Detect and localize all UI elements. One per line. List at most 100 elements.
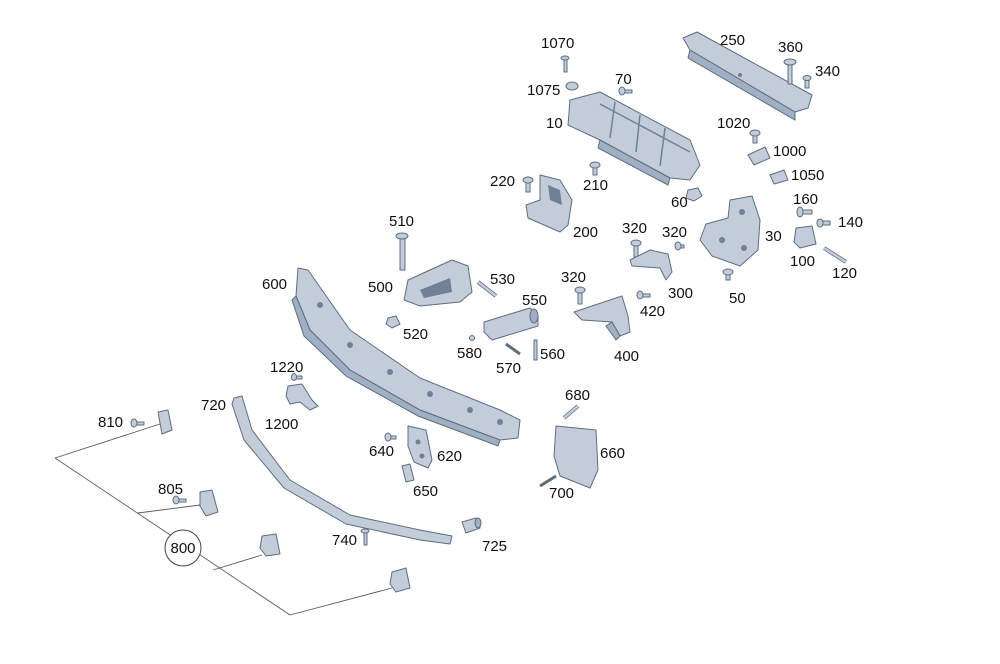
callout-720: 720 [201, 397, 226, 414]
part-520-nut [385, 315, 401, 329]
callout-1000: 1000 [773, 143, 806, 160]
part-400-bracket [573, 295, 631, 341]
callout-100: 100 [790, 253, 815, 270]
callout-800-circle: 800 [164, 529, 202, 567]
part-650-clip [401, 463, 415, 483]
callout-140: 140 [838, 214, 863, 231]
part-1200-bracket [285, 383, 319, 411]
callout-50: 50 [729, 290, 746, 307]
part-800-bracket-a [259, 533, 281, 557]
callout-320a: 320 [622, 220, 647, 237]
callout-810: 810 [98, 414, 123, 431]
part-800-bracket-b [389, 567, 411, 593]
part-740-screw [360, 528, 370, 546]
callout-740: 740 [332, 532, 357, 549]
callout-620: 620 [437, 448, 462, 465]
part-720-trim-strip [231, 395, 453, 545]
part-70-screw [618, 86, 633, 96]
part-160-screw [796, 206, 813, 218]
part-50-screw [722, 268, 734, 281]
callout-640: 640 [369, 443, 394, 460]
part-620-bracket [407, 425, 433, 469]
part-210-screw [589, 161, 601, 176]
callout-800: 800 [170, 540, 195, 557]
part-640-screw [384, 432, 397, 442]
part-530-bolt [476, 280, 498, 298]
callout-1070: 1070 [541, 35, 574, 52]
callout-1020: 1020 [717, 115, 750, 132]
callout-600: 600 [262, 276, 287, 293]
part-680-screw [562, 404, 580, 420]
part-1075-nut [565, 81, 579, 91]
part-600-bumper-beam [291, 267, 521, 447]
callout-200: 200 [573, 224, 598, 241]
part-660-cover [553, 425, 599, 489]
part-1020-screw [749, 129, 761, 144]
part-810-bracket [157, 409, 173, 435]
part-1070-screw [560, 55, 570, 73]
part-320-screw-a [630, 239, 642, 258]
part-60-nut [685, 187, 703, 202]
part-220-screw [522, 176, 534, 193]
part-420-screw [636, 290, 651, 300]
callout-320b: 320 [662, 224, 687, 241]
callout-680: 680 [565, 387, 590, 404]
part-550-tube [483, 307, 539, 341]
callout-10: 10 [546, 115, 563, 132]
part-360-bolt [783, 58, 797, 85]
part-120-bolt [822, 246, 848, 264]
callout-1200: 1200 [265, 416, 298, 433]
callout-420: 420 [640, 303, 665, 320]
callout-580: 580 [457, 345, 482, 362]
part-250-crossbar [682, 31, 813, 121]
callout-340: 340 [815, 63, 840, 80]
callout-250: 250 [720, 32, 745, 49]
part-340-screw [802, 75, 812, 89]
part-500-bracket [403, 259, 473, 307]
callout-160: 160 [793, 191, 818, 208]
callout-300: 300 [668, 285, 693, 302]
callout-660: 660 [600, 445, 625, 462]
callout-550: 550 [522, 292, 547, 309]
part-100-bracket [793, 225, 817, 249]
callout-220: 220 [490, 173, 515, 190]
callout-60: 60 [671, 194, 688, 211]
part-10-carrier [567, 91, 701, 186]
callout-30: 30 [765, 228, 782, 245]
part-725-spacer [461, 517, 482, 534]
part-560-pin [533, 339, 538, 361]
callout-120: 120 [832, 265, 857, 282]
callout-725: 725 [482, 538, 507, 555]
part-320-screw-c [574, 286, 586, 305]
callout-1050: 1050 [791, 167, 824, 184]
part-30-bracket [699, 195, 761, 267]
callout-520: 520 [403, 326, 428, 343]
part-580-rivet [469, 335, 475, 341]
callout-560: 560 [540, 346, 565, 363]
callout-805: 805 [158, 481, 183, 498]
part-200-bracket [525, 174, 573, 233]
callout-570: 570 [496, 360, 521, 377]
part-510-bolt [395, 232, 409, 271]
callout-500: 500 [368, 279, 393, 296]
callout-360: 360 [778, 39, 803, 56]
part-810-screw [130, 418, 145, 428]
callout-650: 650 [413, 483, 438, 500]
part-805-screw [172, 495, 187, 505]
part-300-hinge [629, 249, 673, 281]
callout-400: 400 [614, 348, 639, 365]
callout-320c: 320 [561, 269, 586, 286]
callout-210: 210 [583, 177, 608, 194]
callout-1220: 1220 [270, 359, 303, 376]
callout-530: 530 [490, 271, 515, 288]
part-140-screw [816, 218, 831, 228]
part-700-screw [539, 474, 557, 488]
part-570-screw [505, 342, 521, 356]
part-1220-screw [291, 373, 303, 381]
callout-510: 510 [389, 213, 414, 230]
part-320-screw-b [674, 241, 685, 251]
part-1000-clip [747, 146, 771, 166]
callout-70: 70 [615, 71, 632, 88]
callout-1075: 1075 [527, 82, 560, 99]
